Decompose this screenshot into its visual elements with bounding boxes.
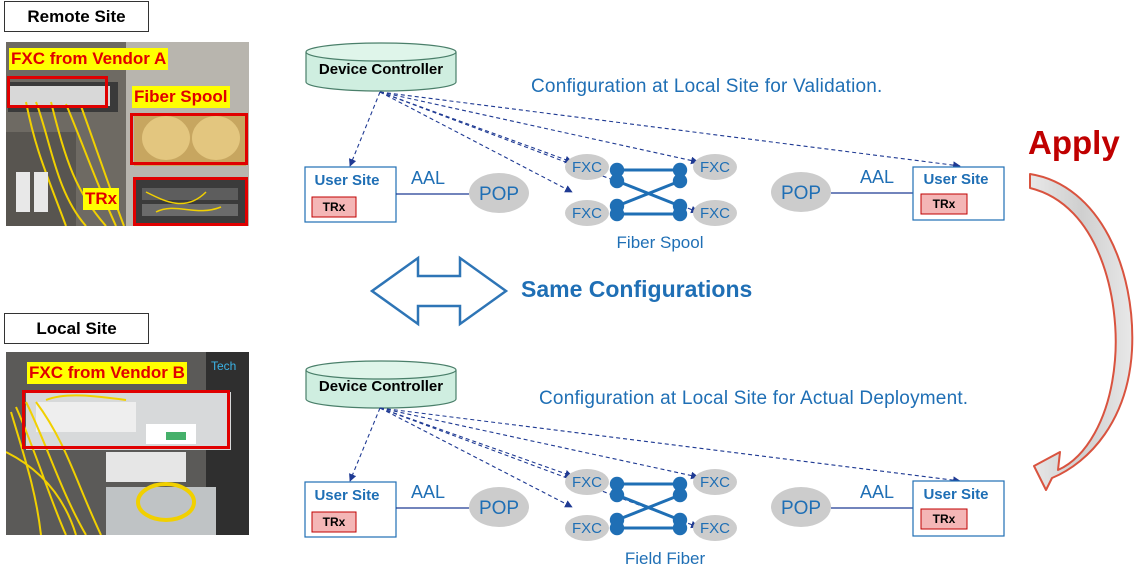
svg-text:FXC: FXC [572, 474, 602, 491]
same-config-double-arrow-icon [369, 255, 509, 327]
top-controller-label: Device Controller [319, 61, 443, 78]
top-diagram: Device Controller User Site TRx AAL POP … [304, 42, 1005, 252]
photo-brand-watermark: Tech [211, 359, 236, 373]
bottom-right-aal: AAL [860, 482, 894, 502]
svg-text:FXC: FXC [700, 520, 730, 537]
top-left-user-site: User Site TRx [304, 166, 397, 223]
svg-text:FXC: FXC [700, 159, 730, 176]
svg-text:TRx: TRx [323, 515, 346, 529]
vendor-a-label: FXC from Vendor A [9, 48, 169, 70]
bottom-caption: Configuration at Local Site for Actual D… [539, 388, 969, 409]
svg-text:User Site: User Site [314, 487, 379, 504]
vendor-b-label: FXC from Vendor B [27, 362, 187, 384]
bottom-fiber-label: Field Fiber [625, 549, 706, 568]
svg-text:FXC: FXC [700, 474, 730, 491]
svg-text:User Site: User Site [314, 172, 379, 189]
top-fxc-bl [565, 200, 609, 226]
svg-text:FXC: FXC [572, 205, 602, 222]
fiber-spool-photo-label: Fiber Spool [132, 86, 230, 108]
bottom-fxc-tr [693, 469, 737, 495]
svg-text:User Site: User Site [923, 486, 988, 503]
bottom-fxc-tl [565, 469, 609, 495]
bottom-fxc-bl [565, 515, 609, 541]
svg-text:TRx: TRx [933, 512, 956, 526]
svg-text:POP: POP [479, 498, 519, 519]
bottom-right-pop [771, 487, 831, 527]
top-fxc-tl [565, 154, 609, 180]
top-fxc-br [693, 200, 737, 226]
svg-text:TRx: TRx [933, 197, 956, 211]
trx-highlight [133, 177, 248, 226]
fiber-spool-highlight [130, 113, 248, 165]
svg-text:POP: POP [781, 183, 821, 204]
apply-label: Apply [1028, 124, 1120, 161]
vendor-a-highlight [7, 76, 108, 108]
bottom-left-pop [469, 487, 529, 527]
bottom-left-user-site: User Site TRx [304, 481, 397, 538]
vendor-b-highlight [22, 390, 230, 449]
svg-text:TRx: TRx [323, 200, 346, 214]
bottom-fxc-br [693, 515, 737, 541]
svg-text:FXC: FXC [700, 205, 730, 222]
top-right-aal: AAL [860, 167, 894, 187]
bottom-fiber-links [609, 476, 688, 536]
svg-text:POP: POP [781, 498, 821, 519]
top-fiber-links [609, 162, 688, 222]
top-left-aal: AAL [411, 168, 445, 188]
bottom-controller-label: Device Controller [319, 378, 443, 395]
apply-curved-arrow-icon [1029, 173, 1134, 491]
top-left-pop [469, 173, 529, 213]
bottom-right-user-site: User Site TRx [912, 480, 1005, 537]
top-device-controller: Device Controller [305, 42, 457, 92]
svg-text:POP: POP [479, 184, 519, 205]
top-fxc-tr [693, 154, 737, 180]
trx-photo-label: TRx [83, 188, 120, 210]
same-configurations-label: Same Configurations [521, 276, 753, 302]
bottom-left-aal: AAL [411, 482, 445, 502]
top-right-user-site: User Site TRx [912, 166, 1005, 221]
remote-site-label: Remote Site [4, 1, 149, 32]
top-fiber-label: Fiber Spool [617, 233, 704, 252]
svg-text:User Site: User Site [923, 171, 988, 188]
bottom-diagram: Device Controller User Site TRx AAL POP … [304, 360, 1005, 568]
top-caption: Configuration at Local Site for Validati… [531, 76, 883, 97]
svg-text:FXC: FXC [572, 520, 602, 537]
bottom-device-controller: Device Controller [305, 360, 457, 409]
top-right-pop [771, 172, 831, 212]
local-site-label: Local Site [4, 313, 149, 344]
svg-text:FXC: FXC [572, 159, 602, 176]
local-site-photo: Tech [6, 352, 249, 535]
